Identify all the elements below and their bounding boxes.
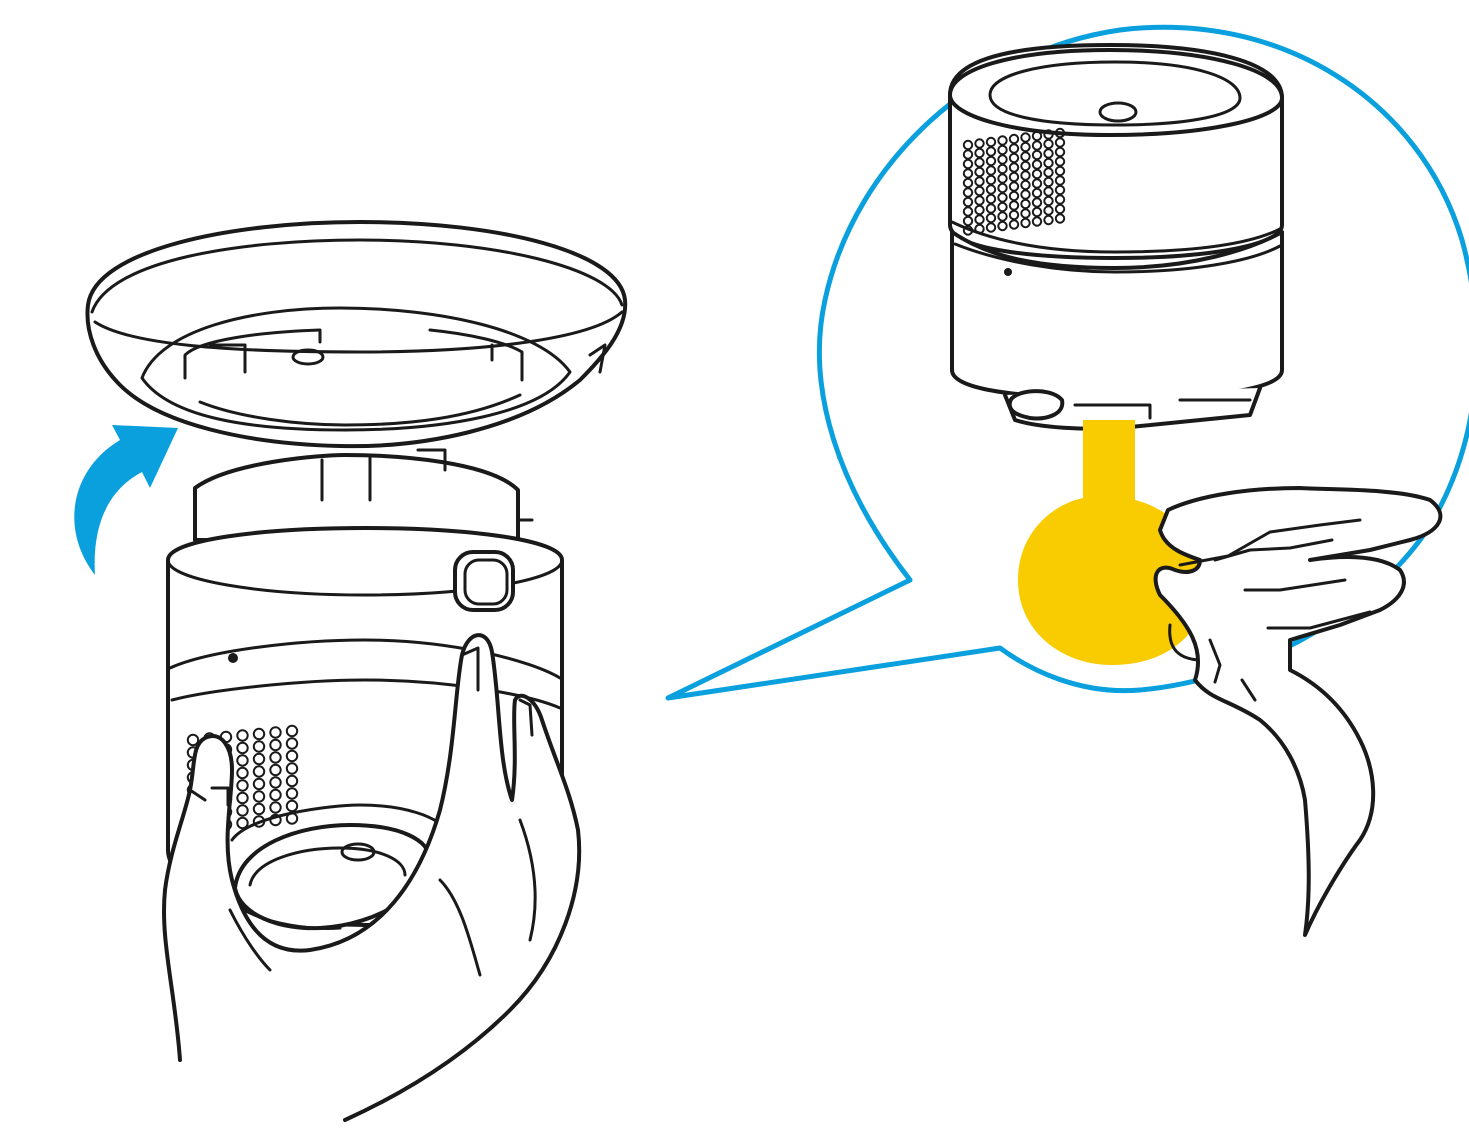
camera-closeup — [950, 45, 1282, 429]
right-scene — [668, 27, 1469, 935]
rotate-arrow-icon — [74, 425, 178, 575]
left-scene — [74, 222, 625, 1120]
ceiling-mount-plate — [87, 222, 625, 446]
